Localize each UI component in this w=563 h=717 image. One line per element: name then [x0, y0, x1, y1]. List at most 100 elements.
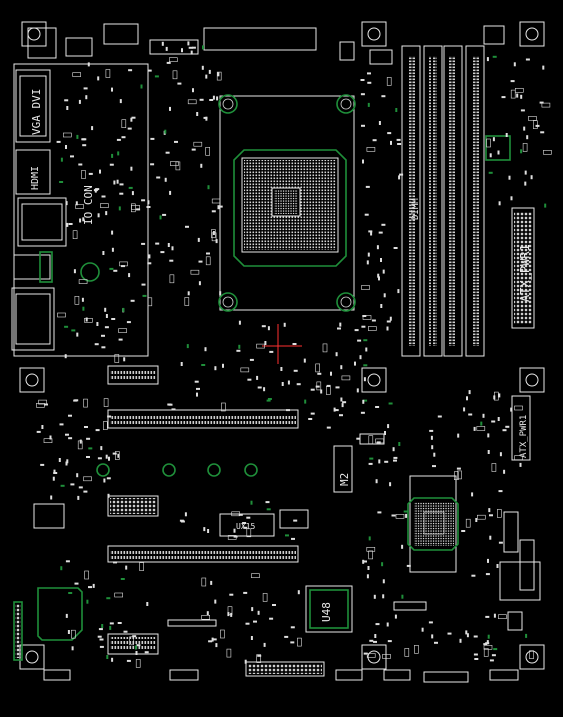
smd-part [269, 617, 274, 620]
smd-part [371, 319, 376, 322]
smd-part [399, 173, 404, 176]
smd-part [82, 144, 87, 147]
smd-part [56, 140, 61, 143]
smd-part [162, 213, 167, 216]
smd-part [437, 415, 442, 418]
smd-part [74, 582, 79, 585]
smd-part [99, 169, 101, 174]
smd-part [177, 82, 182, 85]
smd-part [169, 57, 178, 63]
smd-part [201, 614, 210, 620]
smd-part [366, 653, 376, 658]
smd-part [101, 334, 105, 337]
smd-part [370, 231, 373, 236]
smd-part [98, 628, 103, 631]
smd-part [184, 297, 190, 306]
smd-part [147, 200, 150, 205]
smd-part [135, 659, 141, 668]
smd-part [84, 570, 89, 580]
smd-part [510, 407, 513, 412]
smd-part [118, 338, 123, 341]
smd-part [334, 409, 339, 412]
dimm-label: DIMM [411, 198, 421, 220]
smd-part [263, 642, 266, 647]
smd-part [211, 232, 217, 242]
smd-part [291, 537, 295, 540]
smd-part [486, 640, 489, 645]
smd-part [78, 99, 81, 104]
smd-part [109, 625, 112, 630]
smd-part [169, 259, 174, 262]
smd-part [233, 535, 238, 538]
smd-part [209, 99, 214, 101]
smd-part [380, 304, 383, 308]
smd-part [368, 230, 373, 233]
smd-part [482, 413, 485, 418]
smd-part [384, 431, 386, 435]
smd-part [414, 644, 419, 654]
smd-part [541, 102, 551, 108]
smd-part [101, 346, 106, 349]
smd-part [222, 363, 224, 368]
smd-part [382, 594, 385, 599]
smd-part [465, 630, 468, 635]
smd-part [148, 254, 151, 259]
smd-part [354, 361, 356, 366]
smd-part [333, 407, 336, 412]
smd-part [206, 611, 209, 616]
smd-part [107, 415, 112, 418]
smd-part [36, 430, 41, 433]
pcie-x1-slot [107, 365, 159, 385]
vga-dvi-label: VGA DVI [30, 89, 43, 135]
smd-part [204, 347, 207, 352]
smd-part [103, 398, 109, 407]
smd-part [116, 138, 121, 141]
smd-part [66, 459, 69, 464]
smd-part [38, 399, 47, 405]
smd-part [361, 325, 366, 328]
smd-part [60, 484, 65, 487]
smd-part [118, 328, 127, 333]
smd-part [115, 451, 120, 460]
smd-part [365, 185, 370, 188]
smd-part [71, 646, 74, 651]
smd-part [49, 435, 52, 440]
smd-part [198, 260, 203, 263]
smd-part [367, 566, 370, 570]
bottom-headers [43, 495, 519, 683]
smd-part [468, 413, 473, 416]
smd-part [36, 402, 45, 408]
smd-part [229, 593, 234, 596]
smd-part [505, 425, 510, 428]
smd-part [520, 109, 525, 112]
smd-part [217, 205, 220, 210]
smd-part [131, 205, 140, 210]
smd-part [114, 592, 123, 598]
smd-part [83, 87, 88, 90]
smd-part [363, 399, 368, 402]
smd-part [367, 102, 370, 107]
smd-part [184, 512, 187, 517]
smd-part [76, 134, 79, 139]
smd-part [529, 650, 534, 660]
smd-part [386, 320, 391, 323]
smd-part [217, 72, 220, 77]
atx-power-label: ATX_PWR1 [518, 244, 532, 302]
smd-part [528, 116, 537, 121]
smd-part [117, 453, 120, 458]
smd-part [164, 129, 167, 134]
smd-part [120, 578, 125, 580]
smd-part [65, 145, 67, 149]
smd-part [171, 246, 174, 251]
smd-part [368, 462, 373, 465]
smd-part [456, 467, 461, 470]
smd-part [403, 510, 408, 513]
smd-part [360, 79, 365, 81]
smd-part [473, 426, 476, 431]
smd-part [205, 116, 208, 121]
smd-part [369, 457, 374, 460]
smd-part [378, 121, 381, 125]
smd-part [150, 137, 155, 140]
smd-part [82, 306, 85, 311]
smd-part [146, 602, 149, 606]
